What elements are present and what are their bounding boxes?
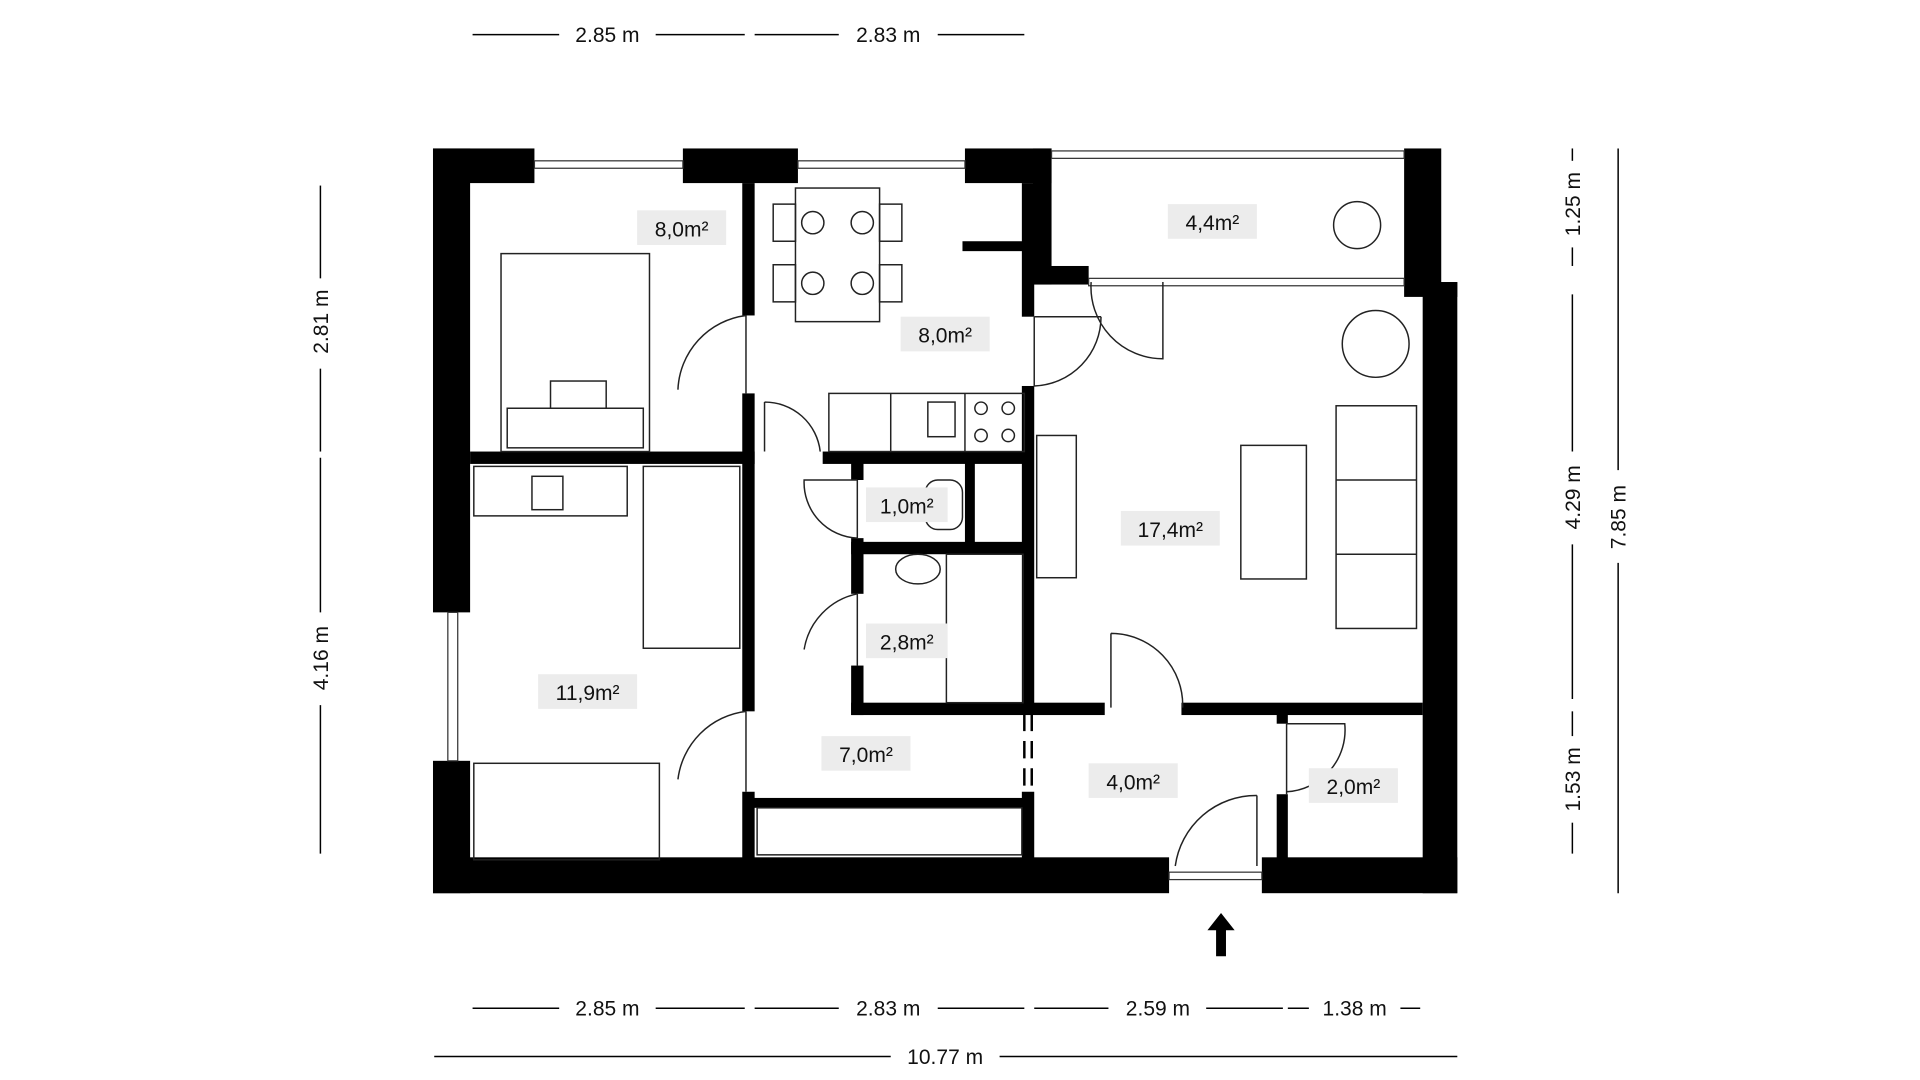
dimension-lines [319,33,1619,1058]
svg-text:4.29 m: 4.29 m [1562,465,1585,529]
tv-unit [1035,434,1078,579]
svg-text:1,0m²: 1,0m² [880,495,934,518]
room-label-living: 17,4m² [1120,510,1220,546]
svg-text:7.85 m: 7.85 m [1608,485,1631,549]
room-label-storage: 2,0m² [1308,768,1398,803]
single-bed-2 [473,762,661,861]
svg-text:10.77 m: 10.77 m [907,1046,983,1069]
svg-text:2.85 m: 2.85 m [575,998,639,1021]
svg-text:2.59 m: 2.59 m [1126,998,1190,1021]
svg-text:2,0m²: 2,0m² [1327,776,1381,799]
svg-text:2,8m²: 2,8m² [880,631,934,654]
entry-dashes [1023,713,1033,792]
svg-text:2.83 m: 2.83 m [856,998,920,1021]
svg-text:8,0m²: 8,0m² [655,218,709,241]
furniture [473,187,1418,861]
kitchen-counter [828,392,1026,453]
svg-text:17,4m²: 17,4m² [1138,519,1203,542]
coffee-table [1240,444,1308,580]
svg-text:2.85 m: 2.85 m [575,24,639,47]
svg-text:4,4m²: 4,4m² [1186,212,1240,235]
dining-table [794,187,881,323]
svg-text:7,0m²: 7,0m² [839,744,893,767]
windows [447,150,1405,881]
room-labels: 8,0m² 8,0m² 4,4m² 1,0m² 17,4m² 2,8m² 11,… [538,204,1398,803]
wardrobe [756,807,1023,856]
svg-text:11,9m²: 11,9m² [556,682,620,705]
svg-text:4,0m²: 4,0m² [1106,771,1160,794]
svg-text:1.38 m: 1.38 m [1323,998,1387,1021]
room-label-entry: 4,0m² [1088,763,1178,798]
room-label-bedroom-2: 11,9m² [538,674,638,709]
walls [432,148,1458,894]
svg-text:2.83 m: 2.83 m [856,24,920,47]
single-bed-1 [642,465,741,649]
room-label-bathroom: 2,8m² [865,623,948,659]
entrance-arrow-icon [1207,912,1235,957]
svg-text:1.53 m: 1.53 m [1562,747,1585,811]
svg-text:8,0m²: 8,0m² [918,325,972,348]
desk [473,465,628,517]
shower [945,553,1024,704]
double-bed [500,252,651,453]
room-label-balcony: 4,4m² [1167,204,1257,239]
svg-text:4.16 m: 4.16 m [310,626,333,690]
room-label-dining: 8,0m² [900,316,990,352]
sofa [1335,405,1418,630]
living-plant [1341,309,1410,379]
svg-text:2.81 m: 2.81 m [310,290,333,354]
balcony-plant [1332,200,1382,250]
room-label-hall: 7,0m² [821,736,911,771]
room-label-bedroom-1: 8,0m² [637,210,727,245]
doors [677,282,1346,867]
room-label-wc: 1,0m² [865,487,948,523]
svg-text:1.25 m: 1.25 m [1562,172,1585,236]
dimension-labels: 2.85 m 2.83 m 2.85 m 2.83 m 2.59 m 1.38 … [310,24,1631,1069]
